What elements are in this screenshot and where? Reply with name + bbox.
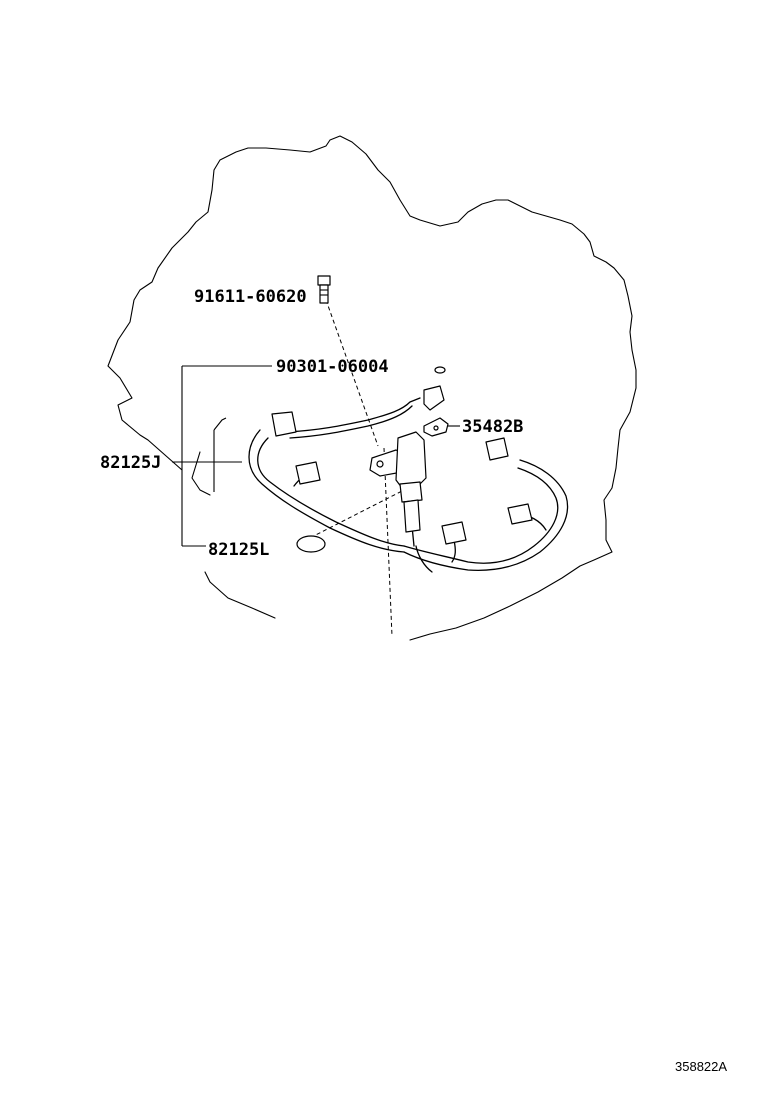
clamp-part [423, 417, 449, 437]
gasket-upper [434, 366, 446, 374]
gasket-lower [296, 535, 326, 553]
reference-code: 358822A [675, 1059, 727, 1074]
wire-harness [248, 397, 569, 573]
harness-connectors [271, 385, 533, 545]
transmission-housing-outline [107, 135, 637, 641]
label-gasket-upper: 90301-06004 [276, 357, 389, 377]
label-gasket-lower: 82125L [208, 540, 269, 560]
label-bolt: 91611-60620 [194, 287, 307, 307]
speed-sensor [369, 431, 427, 533]
assembly-lines [297, 299, 405, 637]
leader-lines [172, 365, 460, 547]
label-clamp: 35482B [462, 417, 523, 437]
label-wire-harness: 82125J [100, 453, 161, 473]
bolt-part [317, 275, 331, 304]
